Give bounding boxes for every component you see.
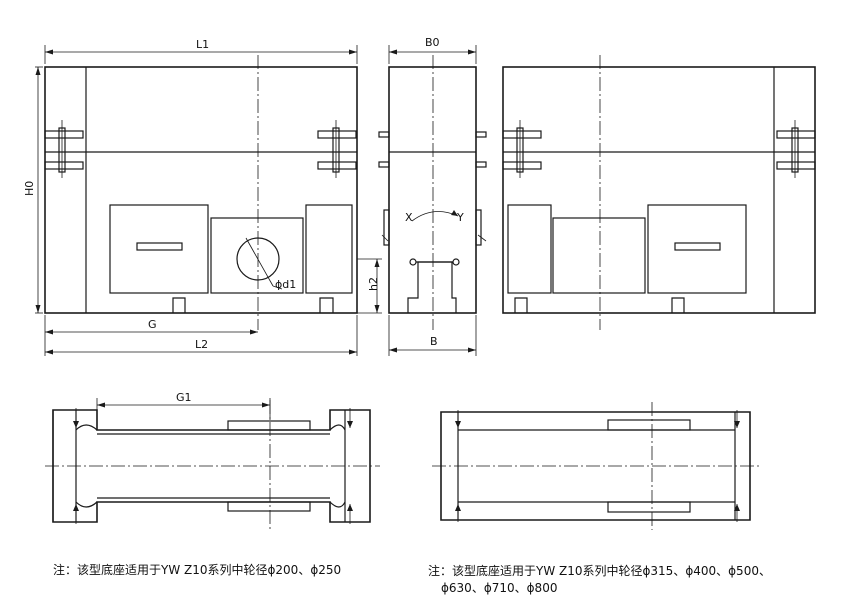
dim-B: B: [430, 335, 438, 348]
plan-view-left: G1: [45, 391, 380, 530]
dim-G1: G1: [176, 391, 192, 404]
dim-h2: h2: [367, 277, 380, 291]
note-right-line1: 注：该型底座适用于YW Z10系列中轮径ϕ315、ϕ400、ϕ500、: [428, 563, 771, 578]
left-bolt-clamp-right-view: [502, 120, 542, 178]
mirrored-front-view: [502, 55, 816, 330]
dim-L1: L1: [196, 38, 209, 51]
dim-L2: L2: [195, 338, 208, 351]
label-Y: Y: [456, 211, 464, 224]
left-bolt-clamp: [44, 120, 84, 178]
right-bolt-clamp: [317, 120, 357, 178]
dim-d1: ϕd1: [275, 278, 296, 291]
note-right-line2: ϕ630、ϕ710、ϕ800: [441, 581, 557, 595]
side-view: B0 B X Y: [378, 36, 487, 356]
plan-view-right: [432, 402, 760, 530]
dim-H0: H0: [23, 181, 36, 196]
dim-G: G: [148, 318, 157, 331]
note-left: 注：该型底座适用于YW Z10系列中轮径ϕ200、ϕ250: [53, 562, 341, 577]
front-view: L1 H0 G L2 h2 ϕd1: [23, 38, 382, 356]
dim-B0: B0: [425, 36, 440, 49]
label-X: X: [405, 211, 413, 224]
right-bolt-clamp-right-view: [776, 120, 816, 178]
